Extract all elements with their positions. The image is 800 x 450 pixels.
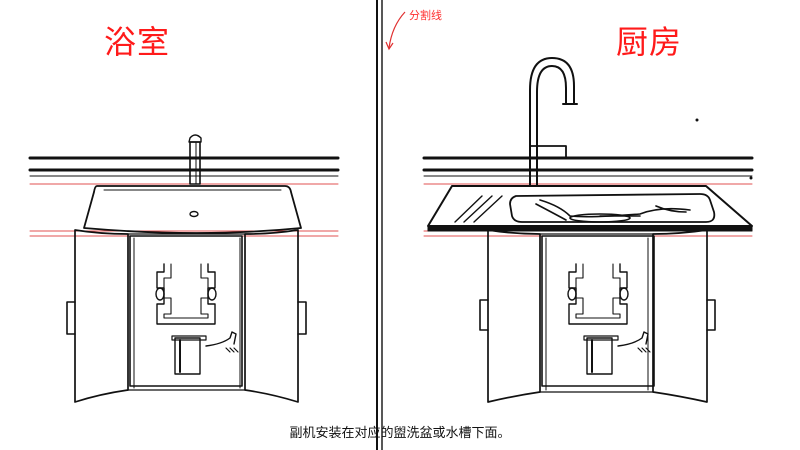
bathroom-drawing — [28, 134, 340, 403]
kitchen-drawing — [422, 57, 754, 403]
kitchen-pump-unit — [541, 235, 655, 387]
caption: 副机安装在对应的盥洗盆或水槽下面。 — [289, 426, 511, 441]
divider-arrow — [388, 11, 406, 49]
bathroom-title: 浴室 — [104, 23, 171, 61]
divider-label: 分割线 — [409, 9, 442, 22]
kitchen-title: 厨房 — [616, 23, 683, 61]
bathroom-pump-unit — [129, 235, 243, 387]
